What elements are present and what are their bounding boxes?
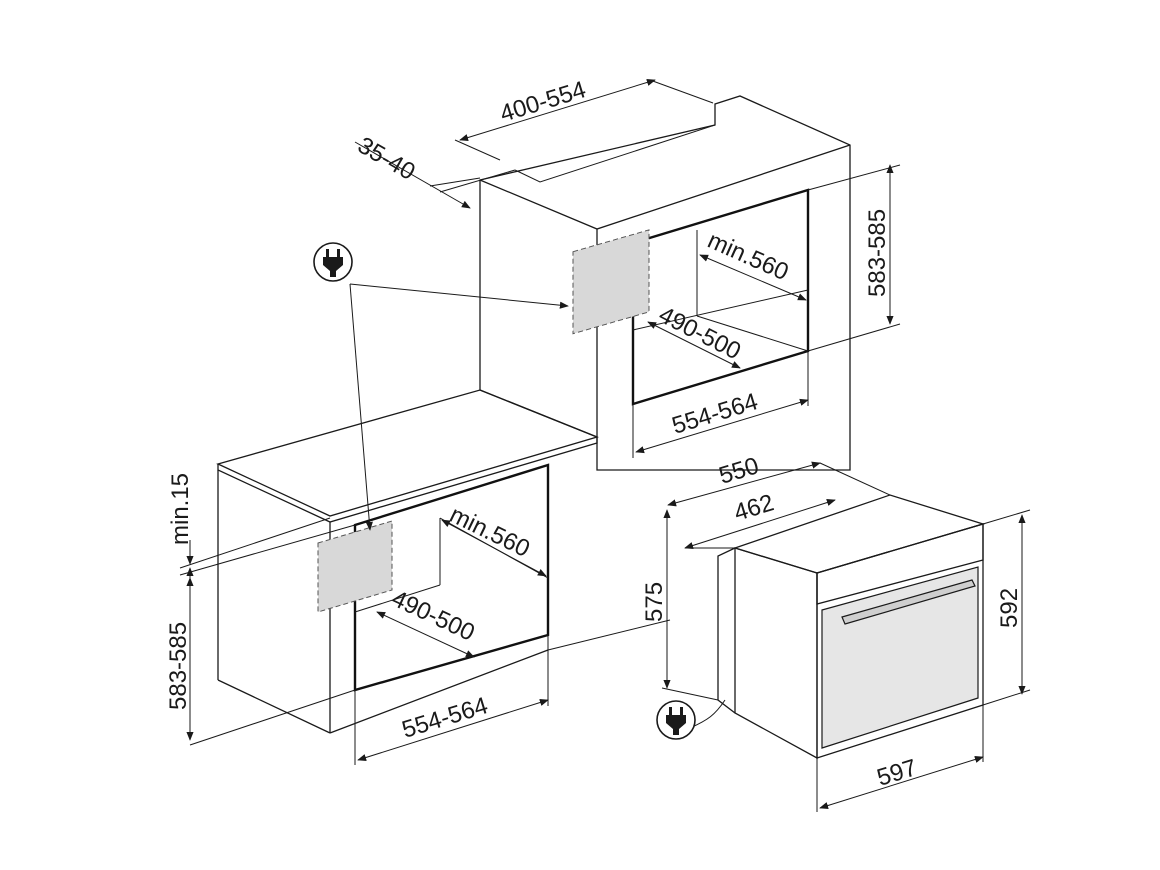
label-base-min-depth: min.560 [445, 501, 534, 563]
label-base-height: 583-585 [165, 622, 192, 710]
label-base-depth: 490-500 [387, 585, 478, 647]
label-oven-front-height: 592 [996, 588, 1023, 628]
label-oven-front-width: 597 [874, 754, 920, 792]
tall-niche-opening [631, 188, 810, 406]
oven-door-glass [821, 566, 979, 749]
tall-cabinet [479, 95, 851, 471]
label-base-top-gap: min.15 [167, 473, 194, 545]
label-top-gap: 35-40 [353, 132, 420, 186]
label-tall-width: 554-564 [669, 388, 761, 440]
label-tall-height: 583-585 [864, 209, 891, 297]
label-tall-depth: 490-500 [654, 301, 745, 365]
oven-control-strip [816, 523, 984, 605]
label-base-width: 554-564 [399, 692, 491, 744]
base-cabinet [216, 389, 599, 734]
power-plug-icon [656, 700, 696, 740]
dimension-lines [179, 78, 1031, 812]
base-electrical-area [317, 520, 393, 613]
label-top-width: 400-554 [497, 76, 589, 128]
plug-pointer-lines [349, 283, 569, 531]
oven [689, 494, 986, 760]
label-oven-body-height: 575 [641, 582, 668, 622]
oven-handle[interactable] [841, 579, 976, 625]
power-plug-icon [313, 242, 353, 282]
label-tall-min-depth: min.560 [704, 227, 793, 286]
label-oven-depth-total: 550 [716, 452, 762, 490]
tall-electrical-area [572, 229, 650, 335]
